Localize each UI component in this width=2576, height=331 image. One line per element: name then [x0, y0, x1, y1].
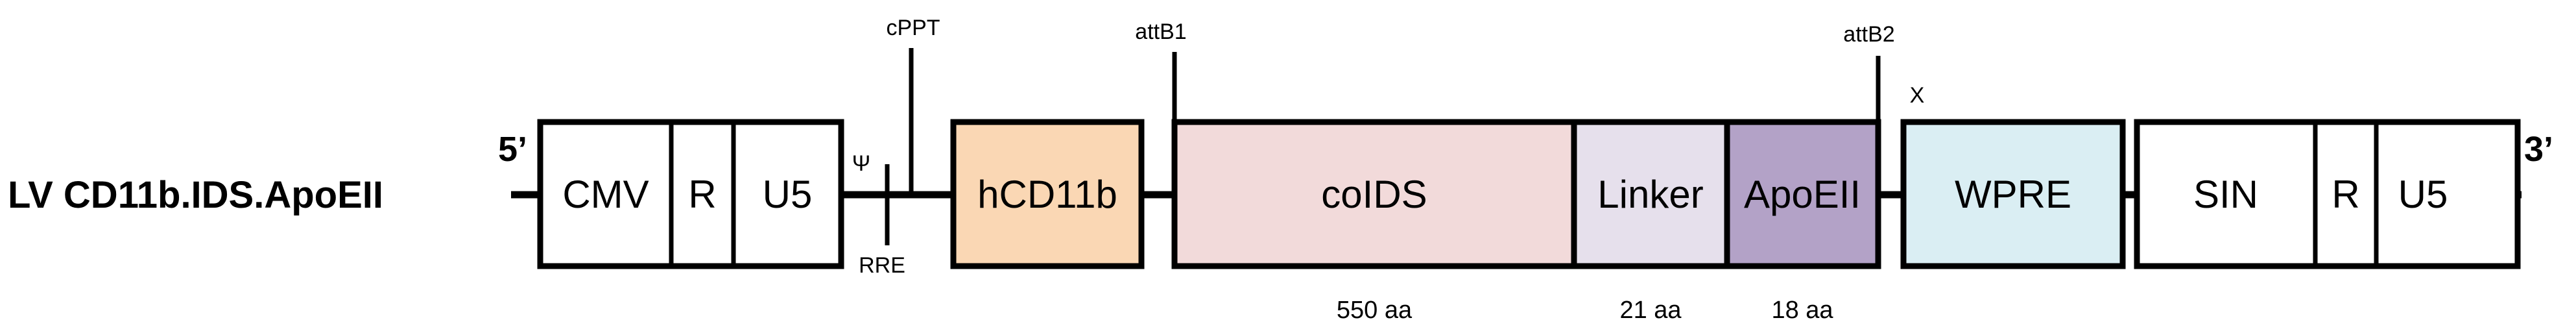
linker-box [1571, 119, 1730, 269]
rre-label: RRE [859, 253, 905, 278]
apoeii-box [1724, 119, 1881, 269]
cmv-label: CMV [562, 173, 649, 216]
linker-length: 21 aa [1619, 297, 1682, 324]
ltr-5-u5-label: U5 [763, 173, 813, 216]
attb2-label: attB2 [1843, 22, 1894, 47]
apoeii-length: 18 aa [1771, 297, 1833, 324]
promoter-label: hCD11b [977, 173, 1117, 216]
ltr-3-block: SIN R U5 [2134, 119, 2521, 269]
ltr-5-box [537, 119, 844, 269]
ltr-3-u5-label: U5 [2398, 173, 2448, 216]
cppt-label: cPPT [886, 16, 940, 40]
five-prime-label: 5’ [498, 130, 527, 169]
promoter-box [950, 119, 1145, 269]
coids-label: coIDS [1321, 173, 1427, 216]
coids-length: 550 aa [1337, 297, 1413, 324]
ltr-3-box [2134, 119, 2521, 269]
ltr-3-r-label: R [2332, 173, 2359, 216]
x-mark-label: X [1910, 83, 1925, 108]
wpre-label: WPRE [1955, 173, 2071, 216]
psi-label: Ψ [852, 151, 870, 176]
ltr-5-r-label: R [688, 173, 716, 216]
three-prime-label: 3’ [2524, 130, 2553, 169]
ltr-5-block: CMV R U5 [537, 119, 844, 269]
attb1-label: attB1 [1135, 19, 1186, 44]
apoeii-label: ApoEII [1744, 173, 1861, 216]
linker-label: Linker [1597, 173, 1703, 216]
sin-label: SIN [2193, 173, 2258, 216]
construct-name: LV CD11b.IDS.ApoEII [8, 174, 383, 216]
wpre-box [1900, 119, 2126, 269]
